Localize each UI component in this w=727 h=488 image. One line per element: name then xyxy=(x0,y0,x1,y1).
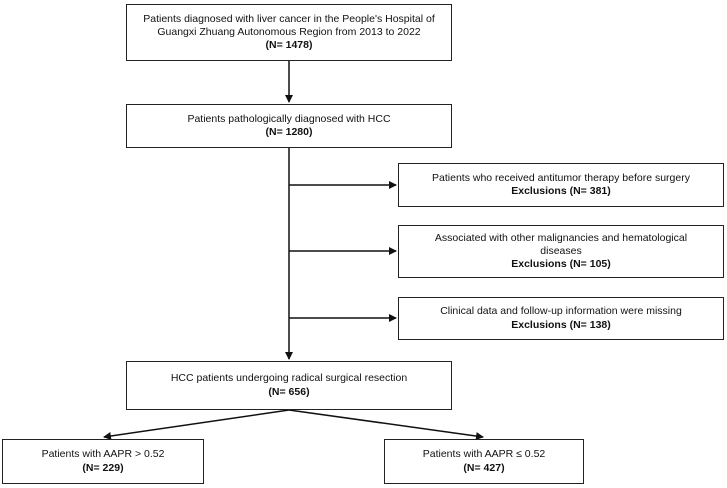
exclusion-box-3: Clinical data and follow-up information … xyxy=(398,297,724,340)
low-aapr-box: Patients with AAPR ≤ 0.52 (N= 427) xyxy=(384,439,584,484)
high-aapr-count: (N= 229) xyxy=(82,461,124,474)
total-patients-box: Patients diagnosed with liver cancer in … xyxy=(126,4,452,61)
resection-line-1: HCC patients undergoing radical surgical… xyxy=(170,372,408,385)
resection-box: HCC patients undergoing radical surgical… xyxy=(126,361,452,410)
exclusion-3-count: Exclusions (N= 138) xyxy=(511,318,611,331)
resection-count: (N= 656) xyxy=(268,385,310,398)
exclusion-box-1: Patients who received antitumor therapy … xyxy=(398,163,724,207)
total-line-1: Patients diagnosed with liver cancer in … xyxy=(143,12,435,25)
exclusion-3-line-1: Clinical data and follow-up information … xyxy=(440,305,682,318)
hcc-line-1: Patients pathologically diagnosed with H… xyxy=(187,112,391,125)
exclusion-2-line-1: Associated with other malignancies and h… xyxy=(434,231,688,244)
high-aapr-box: Patients with AAPR > 0.52 (N= 229) xyxy=(2,439,204,484)
total-count: (N= 1478) xyxy=(265,39,313,52)
hcc-diagnosed-box: Patients pathologically diagnosed with H… xyxy=(126,104,452,148)
exclusion-1-count: Exclusions (N= 381) xyxy=(511,185,611,197)
exclusion-box-2: Associated with other malignancies and h… xyxy=(398,225,724,278)
low-aapr-line-1: Patients with AAPR ≤ 0.52 xyxy=(422,448,546,461)
hcc-count: (N= 1280) xyxy=(265,126,313,138)
exclusion-2-count: Exclusions (N= 105) xyxy=(511,258,611,271)
arrow-to-high-aapr xyxy=(103,409,290,440)
arrow-to-low-aapr xyxy=(288,409,484,440)
exclusion-2-line-2: diseases xyxy=(540,244,582,257)
high-aapr-line-1: Patients with AAPR > 0.52 xyxy=(41,448,165,461)
total-line-2: Guangxi Zhuang Autonomous Region from 20… xyxy=(157,25,421,38)
low-aapr-count: (N= 427) xyxy=(463,461,505,474)
exclusion-1-line-1: Patients who received antitumor therapy … xyxy=(432,171,690,184)
